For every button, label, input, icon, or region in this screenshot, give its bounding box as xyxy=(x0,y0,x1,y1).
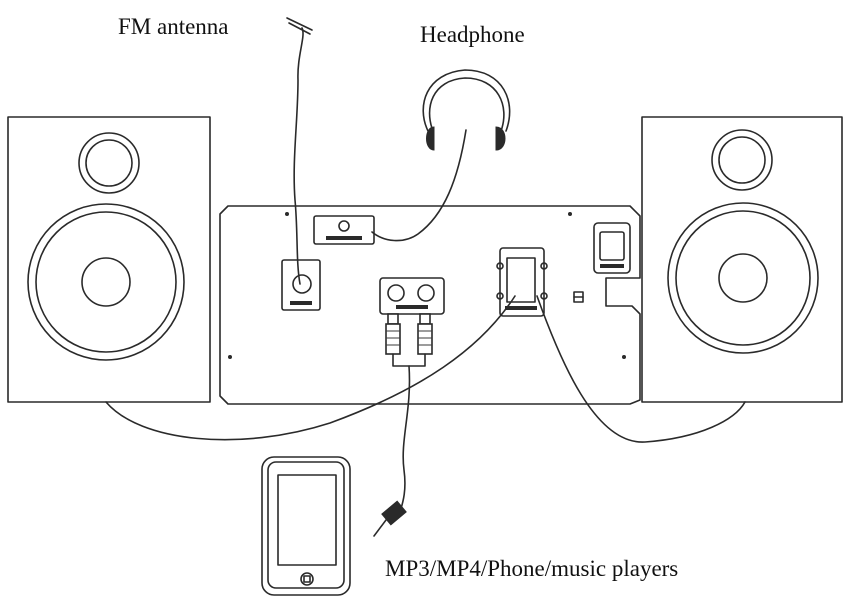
headphone-icon xyxy=(371,69,511,242)
aux-cable xyxy=(373,313,433,537)
small-switch xyxy=(573,291,584,303)
aux-input-jacks xyxy=(379,277,445,315)
fm-antenna-label: FM antenna xyxy=(118,14,229,39)
main-unit-back-panel xyxy=(219,205,641,405)
headphone-label: Headphone xyxy=(420,22,525,47)
fm-antenna-jack xyxy=(281,259,321,311)
speaker-output-terminals xyxy=(496,247,548,317)
fm-antenna-wire xyxy=(286,17,313,285)
music-players-label: MP3/MP4/Phone/music players xyxy=(385,556,679,581)
headphone-jack xyxy=(313,215,375,245)
power-socket xyxy=(593,222,631,274)
speaker-wires xyxy=(105,295,746,443)
left-speaker xyxy=(7,116,211,403)
music-player-device xyxy=(261,456,351,596)
right-speaker xyxy=(641,116,843,403)
